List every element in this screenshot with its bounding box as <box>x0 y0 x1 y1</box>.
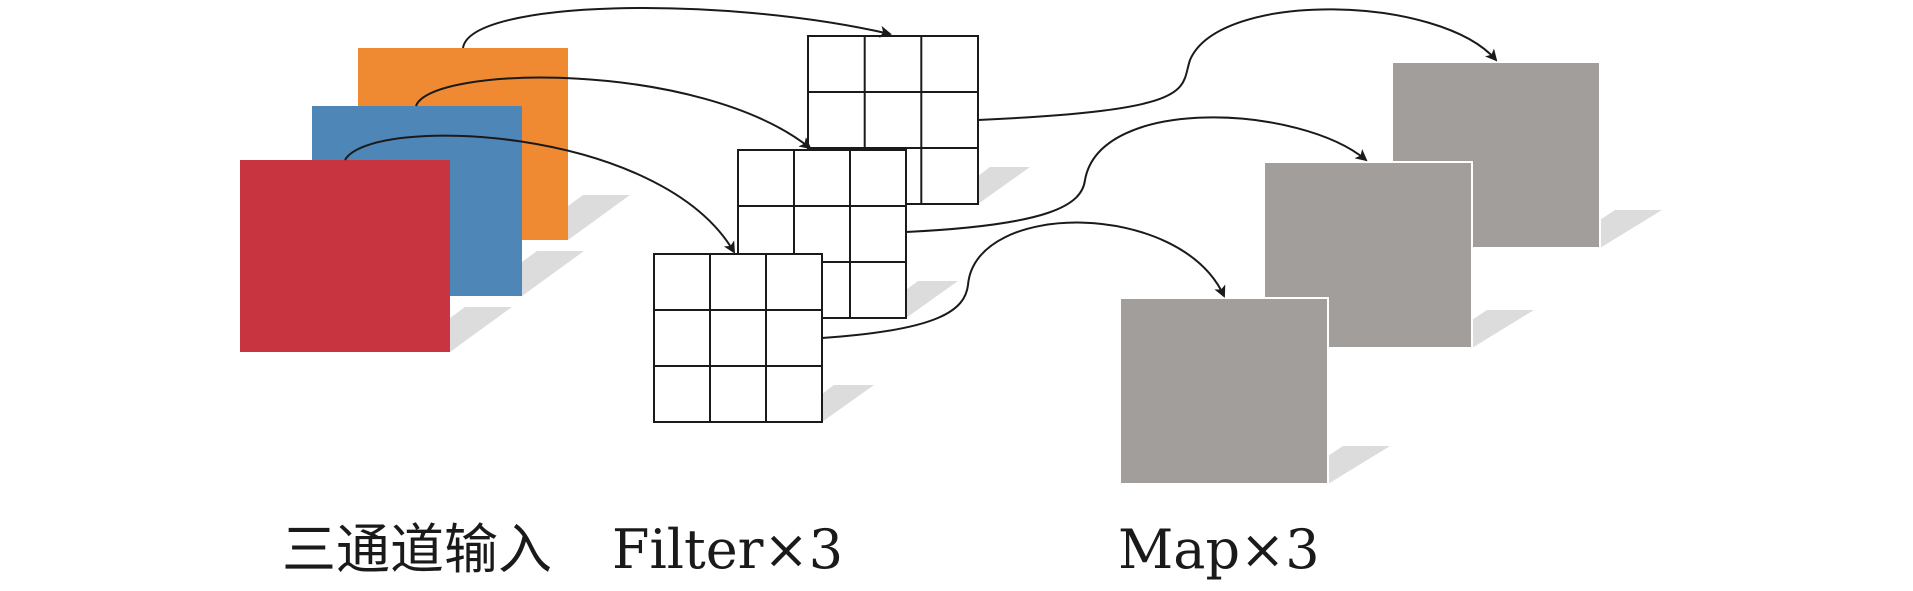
arrow-red-to-filter-front <box>344 134 736 254</box>
shadow-map-back <box>1600 210 1662 248</box>
shadow-map-front <box>1328 446 1390 484</box>
arrow-filter-back-to-map-back <box>977 8 1498 121</box>
shadow-filter-middle <box>906 281 958 318</box>
input-to-filter-arrows <box>344 6 892 254</box>
filter-label: Filter×3 <box>612 518 844 581</box>
feature-maps <box>1119 61 1662 485</box>
shadow-map-middle <box>1472 310 1534 348</box>
shadow-filter-front <box>822 385 874 422</box>
shadow-orange-channel <box>568 195 630 240</box>
arrow-blue-to-filter-middle <box>415 76 812 150</box>
feature-map-front <box>1119 297 1329 485</box>
filters <box>653 35 1030 423</box>
input-channels <box>240 48 630 352</box>
arrow-filter-middle-to-map-middle <box>905 116 1368 233</box>
shadow-blue-channel <box>522 251 584 296</box>
arrow-orange-to-filter-back <box>462 6 892 49</box>
input-label: 三通道输入 <box>282 518 552 581</box>
arrow-filter-front-to-map-front <box>821 221 1226 339</box>
map-label: Map×3 <box>1118 518 1320 581</box>
shadow-filter-back <box>978 167 1030 204</box>
filter-to-map-arrows <box>821 8 1498 339</box>
input-channel-red <box>240 160 450 352</box>
filter-front <box>653 253 823 423</box>
shadow-red-channel <box>450 307 512 352</box>
